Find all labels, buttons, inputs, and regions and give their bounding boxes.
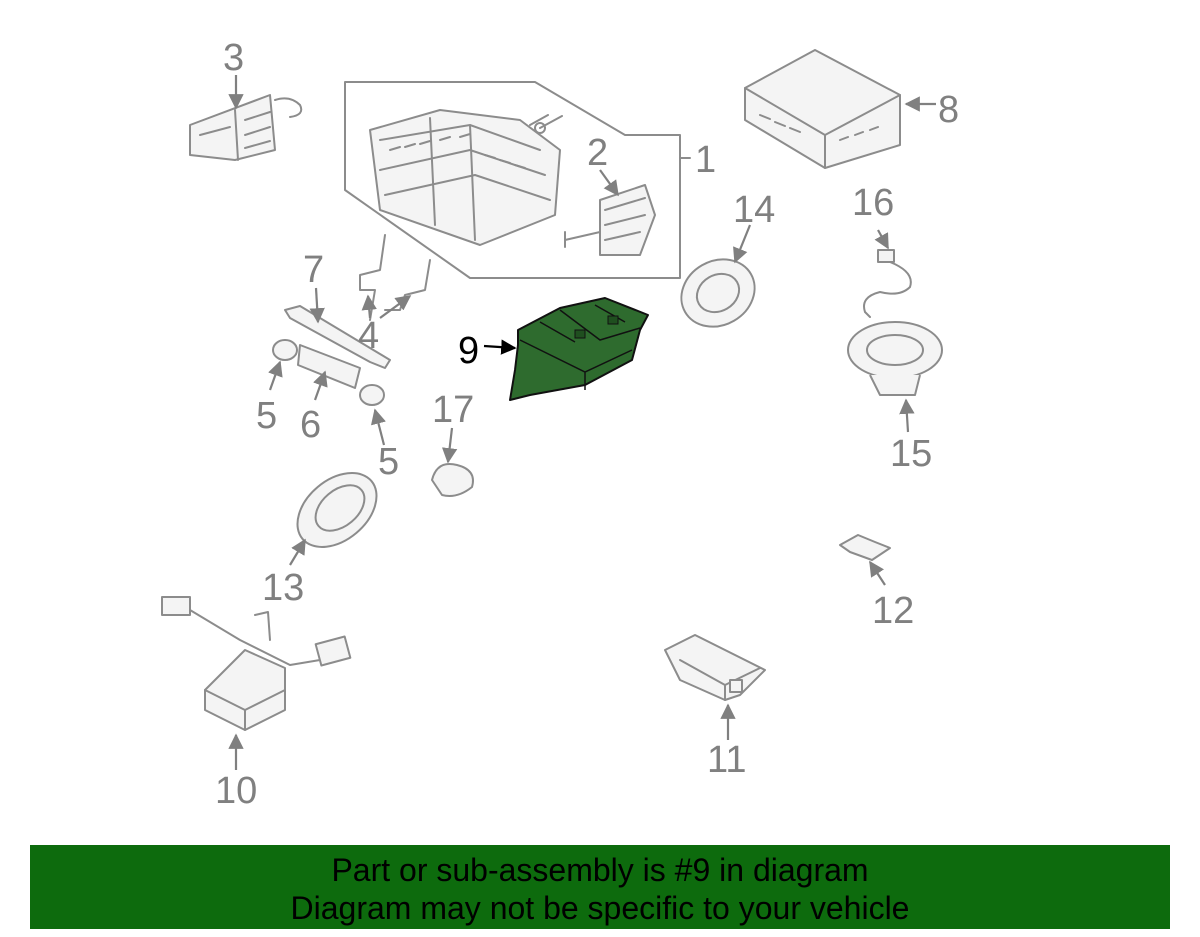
callout-4: 4 [358,315,379,357]
callout-15: 15 [890,433,932,475]
part-3-board [189,94,303,161]
assembly-outline [344,81,681,279]
part-11-module [664,634,766,701]
radio-head-unit [369,109,563,246]
part-15-speaker [847,321,943,396]
callout-11: 11 [707,739,746,781]
callout-5-left: 5 [256,395,277,437]
part-17-sensor [431,463,474,497]
callout-12: 12 [872,590,914,632]
callout-8: 8 [938,89,959,131]
part-5-knob-right [359,384,385,406]
callout-9: 9 [458,330,479,372]
info-banner: Part or sub-assembly is #9 in diagram Di… [30,845,1170,929]
part-13-speaker [296,472,378,548]
callout-16: 16 [852,182,894,224]
callout-17: 17 [432,389,474,431]
part-5-knob-left [272,339,298,361]
callout-7: 7 [303,249,324,291]
parts-diagram: 1 2 3 4 5 5 6 7 8 9 10 11 12 13 14 15 16… [161,37,959,812]
part-6-bar [297,344,361,389]
part-12-clip [839,534,891,561]
banner-line-2: Diagram may not be specific to your vehi… [290,890,910,926]
callout-10: 10 [215,770,257,812]
callout-1: 1 [695,139,716,181]
callout-5-right: 5 [378,441,399,483]
callout-6: 6 [300,404,321,446]
callout-14: 14 [733,189,775,231]
callout-13: 13 [262,567,304,609]
part-16-wire [863,249,912,318]
part-10-harness [161,596,352,731]
callout-2: 2 [587,132,608,174]
part-2-connector [564,184,656,256]
part-14-speaker [680,258,756,328]
callout-3: 3 [223,37,244,79]
part-9-bracket [509,297,649,401]
banner-line-1: Part or sub-assembly is #9 in diagram [331,852,869,888]
part-8-cd-changer [744,49,901,169]
